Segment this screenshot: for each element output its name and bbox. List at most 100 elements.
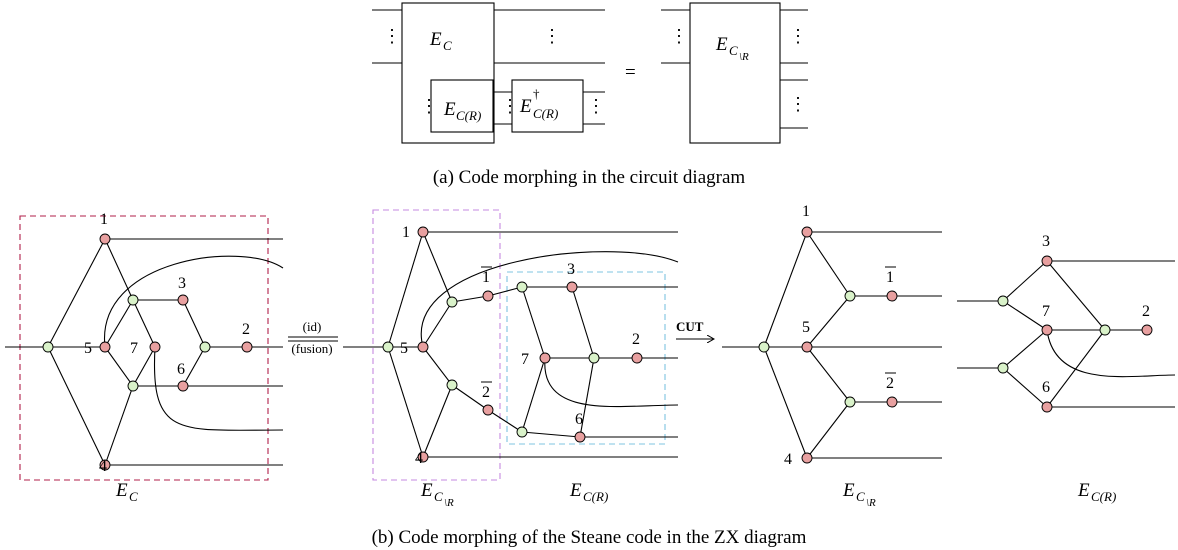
green-spider xyxy=(516,281,528,293)
label-e-c-minus-r-subsub: \R xyxy=(444,497,454,509)
node-label: 4 xyxy=(99,458,107,475)
red-spider xyxy=(417,451,429,463)
dashed-box-e-c xyxy=(19,215,269,481)
red-spider xyxy=(1041,401,1053,413)
node-label: 1 xyxy=(482,269,490,286)
vdots: ⋮ xyxy=(383,26,401,46)
green-spider xyxy=(446,379,458,391)
red-spider xyxy=(417,341,429,353)
red-spider xyxy=(574,431,586,443)
label-e-c-r-sub: C(R) xyxy=(1091,489,1116,504)
red-spider xyxy=(149,341,161,353)
green-spider xyxy=(42,341,54,353)
node-label: 5 xyxy=(400,340,408,357)
node-label: 5 xyxy=(84,340,92,357)
label-e-c-r-sub: C(R) xyxy=(583,489,608,504)
label-e-c-minus-r-sub: C xyxy=(434,489,443,504)
red-spider xyxy=(417,226,429,238)
zx-diagram-right-b: 3 7 2 6 E C(R) xyxy=(957,233,1176,504)
box-main-label: E xyxy=(429,29,442,50)
node-label: 2 xyxy=(632,331,640,348)
box-inner xyxy=(430,79,494,133)
node-label: 2 xyxy=(1142,303,1150,320)
node-label: 1 xyxy=(402,224,410,241)
red-spider xyxy=(801,226,813,238)
red-spider xyxy=(482,290,494,302)
circuit-diagram: E C E C(R) E † C(R) ⋮ ⋮ ⋮ ⋮ ⋮ = E C \R ⋮… xyxy=(372,2,808,188)
green-spider xyxy=(516,426,528,438)
red-spider xyxy=(482,404,494,416)
box-dagger-sub: C(R) xyxy=(533,106,558,121)
label-e-c-minus-r-sub: C xyxy=(856,489,865,504)
red-spider xyxy=(801,452,813,464)
node-label: 5 xyxy=(802,319,810,336)
node-label: 6 xyxy=(575,411,583,428)
label-e-c-minus-r: E xyxy=(842,480,855,501)
rewrite-equality: (id) (fusion) xyxy=(288,319,338,356)
node-label: 1 xyxy=(886,269,894,286)
green-spider xyxy=(382,341,394,353)
red-spider xyxy=(566,281,578,293)
green-spider xyxy=(127,294,139,306)
id-label: (id) xyxy=(303,319,322,334)
red-spider xyxy=(539,352,551,364)
box-dagger xyxy=(511,79,584,133)
node-label: 7 xyxy=(521,351,529,368)
red-spider xyxy=(241,341,253,353)
green-spider xyxy=(588,352,600,364)
box-main-sub: C xyxy=(443,38,452,53)
box-dagger-label: E xyxy=(519,96,532,117)
box-right xyxy=(689,2,781,144)
node-label: 1 xyxy=(802,203,810,220)
vdots: ⋮ xyxy=(543,26,561,46)
red-spider xyxy=(99,233,111,245)
label-e-c-r: E xyxy=(569,480,582,501)
node-label: 3 xyxy=(567,261,575,278)
label-e-c-sub: C xyxy=(129,489,138,504)
cut-arrow: CUT xyxy=(676,319,714,339)
cut-label: CUT xyxy=(676,319,704,334)
node-label: 4 xyxy=(415,450,423,467)
green-spider xyxy=(199,341,211,353)
green-spider xyxy=(844,290,856,302)
label-e-c-minus-r-subsub: \R xyxy=(866,497,876,509)
green-spider xyxy=(127,380,139,392)
node-label: 6 xyxy=(177,361,185,378)
red-spider xyxy=(886,290,898,302)
red-spider xyxy=(99,341,111,353)
red-spider xyxy=(1141,324,1153,336)
equals-sign: = xyxy=(625,62,636,83)
box-right-subsub: \R xyxy=(739,51,749,63)
red-spider xyxy=(177,294,189,306)
green-spider xyxy=(1099,324,1111,336)
zx-diagram-right-a: 1 1 5 2 4 E C \R xyxy=(722,203,942,509)
vdots: ⋮ xyxy=(789,26,807,46)
red-spider xyxy=(177,380,189,392)
node-label: 6 xyxy=(1042,379,1050,396)
vdots: ⋮ xyxy=(587,96,605,116)
red-spider xyxy=(1041,324,1053,336)
caption-b: (b) Code morphing of the Steane code in … xyxy=(372,527,807,548)
label-e-c: E xyxy=(115,480,128,501)
node-label: 3 xyxy=(1042,233,1050,250)
vdots: ⋮ xyxy=(670,26,688,46)
node-label: 2 xyxy=(242,321,250,338)
box-right-sub: C xyxy=(729,43,738,58)
node-label: 2 xyxy=(886,375,894,392)
red-spider xyxy=(631,352,643,364)
box-inner-sub: C(R) xyxy=(456,108,481,123)
green-spider xyxy=(446,296,458,308)
vdots: ⋮ xyxy=(420,96,438,116)
fusion-label: (fusion) xyxy=(291,341,332,356)
node-label: 2 xyxy=(482,384,490,401)
node-label: 4 xyxy=(784,451,792,468)
node-label: 7 xyxy=(1042,303,1050,320)
red-spider xyxy=(1041,255,1053,267)
red-spider xyxy=(886,396,898,408)
green-spider xyxy=(997,362,1009,374)
green-spider xyxy=(758,341,770,353)
node-label: 3 xyxy=(178,275,186,292)
caption-a: (a) Code morphing in the circuit diagram xyxy=(433,167,746,188)
node-label: 7 xyxy=(130,340,138,357)
